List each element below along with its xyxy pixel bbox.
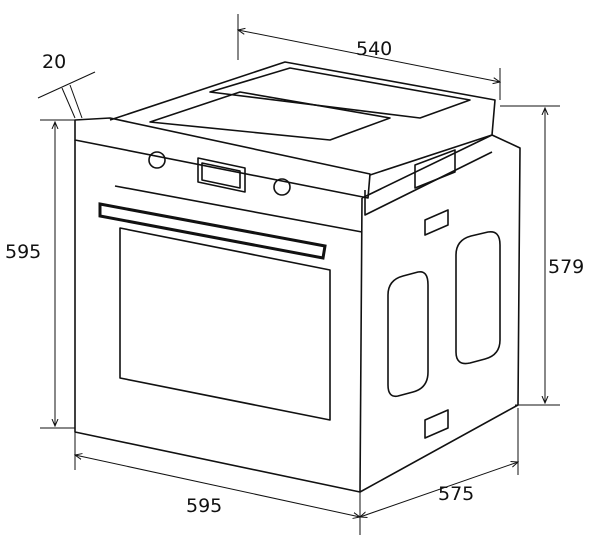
dim-line-575 — [360, 462, 518, 517]
right-knob — [273, 178, 291, 196]
extension-lines — [40, 14, 560, 535]
dim-label-575: 575 — [438, 483, 474, 505]
dim-line-20 — [37, 71, 96, 99]
oven-front — [74, 140, 363, 493]
oven — [74, 61, 521, 493]
display — [197, 157, 246, 193]
top-vent-back — [209, 67, 471, 119]
door-top-edge — [114, 185, 363, 233]
side-emboss-right — [455, 230, 501, 365]
dim-label-20: 20 — [42, 51, 66, 73]
control-panel — [74, 117, 371, 199]
dim-line-540 — [238, 30, 500, 82]
dim-label-579: 579 — [548, 256, 584, 278]
door-window — [119, 227, 331, 421]
display-screen — [201, 162, 241, 189]
oven-side — [359, 134, 521, 493]
dim-line-595-bottom — [75, 455, 360, 517]
dim-label-540: 540 — [356, 38, 392, 60]
dim-label-595-left: 595 — [5, 241, 41, 263]
left-knob — [148, 151, 166, 169]
side-emboss-left — [387, 270, 429, 398]
top-vent-front — [149, 91, 391, 141]
side-tab-top — [424, 209, 449, 236]
oven-top — [109, 61, 496, 176]
side-vent-strip — [364, 151, 493, 216]
door-handle — [98, 202, 327, 260]
side-tab-bottom — [424, 409, 449, 439]
dimension-lines — [37, 30, 545, 517]
dim-label-595-bottom: 595 — [186, 495, 222, 517]
side-bracket — [414, 149, 456, 189]
